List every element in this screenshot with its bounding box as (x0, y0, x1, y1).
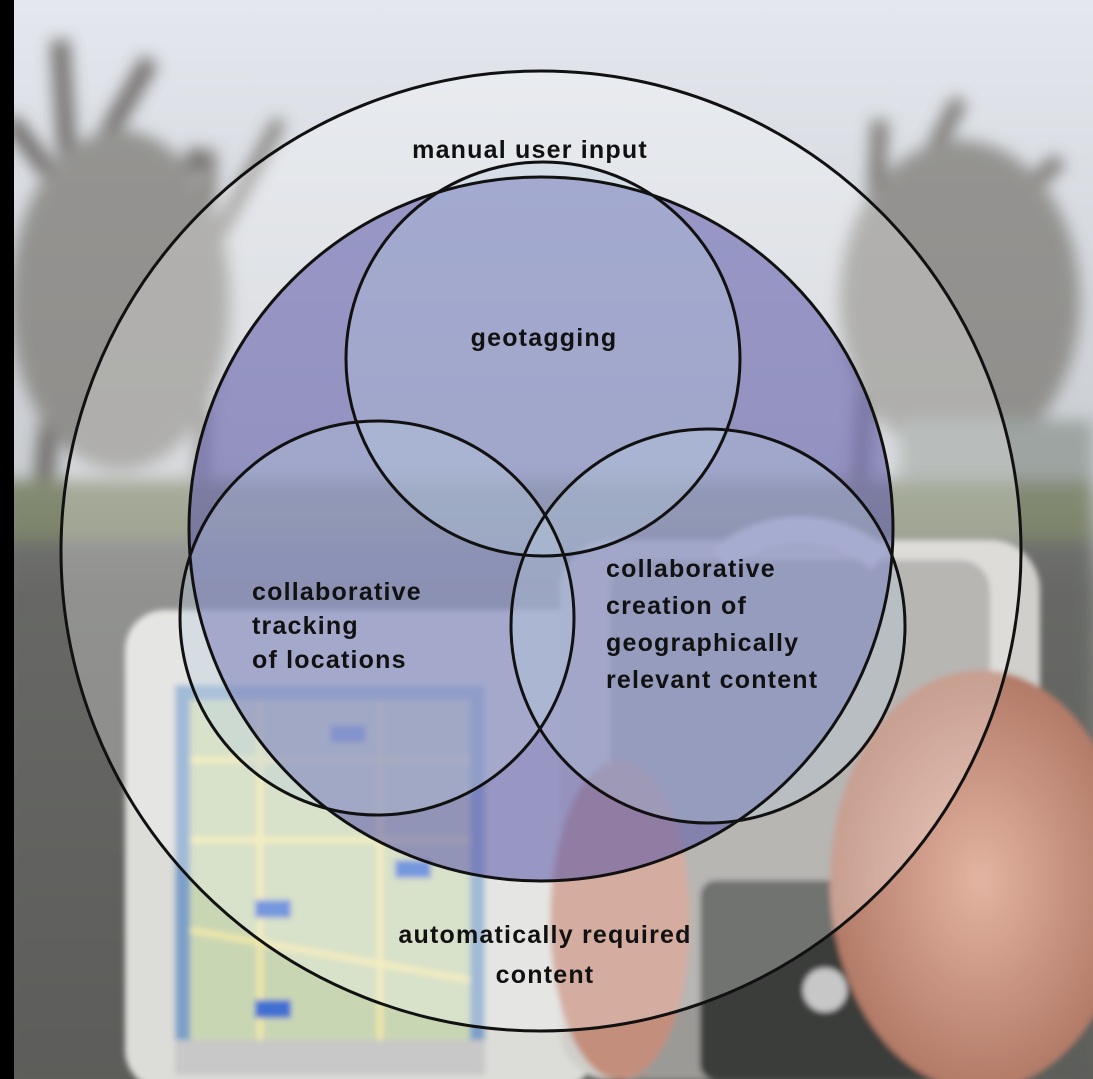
bottom-label-line: content (495, 961, 595, 989)
geotagging-circle (344, 160, 742, 558)
bottom-label-line: automatically required (398, 921, 692, 949)
tracking-label-line: of locations (252, 646, 407, 674)
creation-label-line: creation of (606, 592, 747, 620)
geotagging-label-text: geotagging (470, 324, 618, 352)
creation-label-line: relevant content (606, 666, 819, 694)
venn-outlines (59, 69, 1023, 1033)
geotagging-label: geotagging (471, 324, 618, 353)
creation-label-line: geographically (606, 629, 800, 657)
outer-label: manual user input (412, 136, 648, 165)
outer-circle (59, 69, 1023, 1033)
bottom-label: automatically required content (398, 915, 691, 995)
tracking-label: collaborative tracking of locations (252, 575, 422, 677)
creation-label-line: collaborative (606, 555, 776, 583)
outer-label-text: manual user input (412, 136, 648, 164)
tracking-label-line: tracking (252, 612, 359, 640)
creation-label: collaborative creation of geographically… (606, 551, 818, 699)
creation-circle (509, 427, 907, 825)
tracking-label-line: collaborative (252, 578, 422, 606)
inner-circle (187, 175, 895, 883)
tracking-circle (178, 419, 576, 817)
